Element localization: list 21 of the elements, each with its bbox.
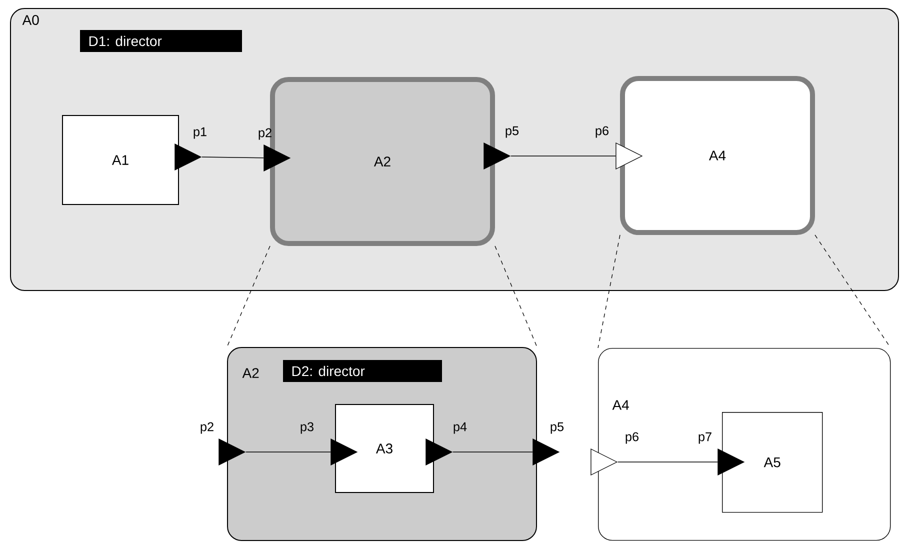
zoom-line xyxy=(226,246,270,348)
port-label: p1 xyxy=(194,127,206,139)
port-label: p2 xyxy=(258,128,272,140)
title-tag: D1: director xyxy=(80,30,242,52)
port-label: p7 xyxy=(698,432,712,444)
port-label: p6 xyxy=(596,126,608,138)
block-box: A3 xyxy=(335,404,434,493)
zoom-line xyxy=(598,234,620,348)
connector-line xyxy=(202,156,264,158)
block-box: A1 xyxy=(62,115,179,205)
block-box: A2 xyxy=(270,77,495,246)
port-label: p5 xyxy=(506,126,519,138)
port-label: p4 xyxy=(454,422,467,434)
zoom-line xyxy=(494,246,538,348)
block-box: A4 xyxy=(620,76,815,235)
title-tag: D2: director xyxy=(283,360,442,382)
port-label: p3 xyxy=(300,422,314,434)
port-label: p2 xyxy=(200,422,214,434)
port-label: p6 xyxy=(626,432,638,444)
port-label: p5 xyxy=(550,422,564,434)
block-box: A5 xyxy=(722,412,823,513)
